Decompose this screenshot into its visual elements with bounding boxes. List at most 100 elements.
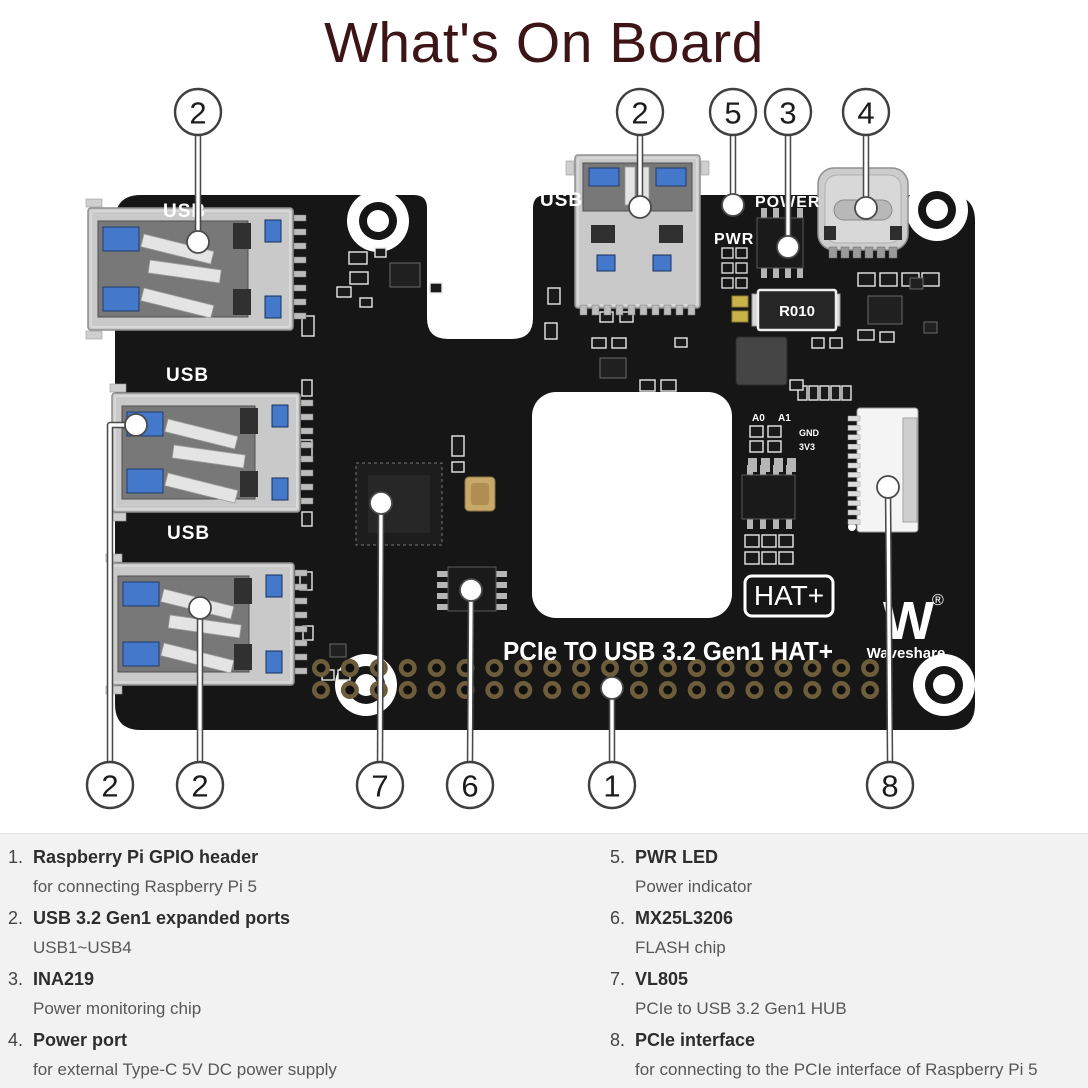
silkscreen-hat-label: HAT+ [754, 580, 824, 611]
legend-title: Raspberry Pi GPIO header [33, 847, 259, 867]
callout-circle [85, 760, 135, 810]
silkscreen-usb3-label: USB [167, 523, 210, 544]
callout-number: 2 [631, 96, 648, 131]
pcie-ffc-connector [847, 407, 919, 533]
vl805-chip [355, 462, 443, 546]
silkscreen-pwr-label: PWR [714, 231, 754, 248]
page-title: What's On Board [324, 11, 764, 75]
silkscreen-3v3: 3V3 [799, 442, 815, 452]
silkscreen-usb-top-label: USB [540, 190, 583, 211]
callout-marker: 1 [587, 676, 637, 810]
callout-dot [854, 196, 878, 220]
legend-item-5: 5. PWR LED Power indicator [610, 842, 1088, 902]
legend-num: 1. [8, 847, 24, 867]
usb-port-3 [105, 553, 308, 695]
pcb-cutout-window [532, 392, 732, 618]
soic8-chip [741, 465, 796, 529]
legend-num: 3. [8, 969, 24, 989]
callout-circle [355, 760, 405, 810]
callout-dot [628, 195, 652, 219]
legend-item-6: 6. MX25L3206 FLASH chip [610, 903, 1088, 963]
callout-marker: 3 [763, 87, 813, 259]
callout-circle [615, 87, 665, 137]
callout-number: 2 [189, 96, 206, 131]
callout-marker: 8 [865, 475, 915, 810]
callout-circle [173, 87, 223, 137]
callout-circle [175, 760, 225, 810]
legend-item-8: 8. PCIe interface for connecting to the P… [610, 1025, 1088, 1085]
mounting-hole-top-left [347, 190, 409, 252]
legend-num: 2. [8, 908, 24, 928]
callout-marker: 2 [85, 413, 148, 810]
legend-num: 7. [610, 969, 626, 989]
legend-title: PCIe interface [635, 1030, 756, 1050]
legend-column-right: 5. PWR LED Power indicator 6. MX25L3206 FL… [544, 842, 1088, 1088]
callout-dot [600, 676, 624, 700]
callout-number: 7 [371, 769, 388, 804]
callout-circle [445, 760, 495, 810]
callout-marker: 6 [445, 578, 495, 810]
silkscreen-r010: R010 [779, 303, 815, 320]
callout-marker: 7 [355, 491, 405, 810]
callout-marker: 2 [173, 87, 223, 254]
silkscreen-gnd: GND [799, 428, 820, 438]
callout-circle [841, 87, 891, 137]
callout-marker: 2 [615, 87, 665, 219]
r010-shunt-resistor: R010 [751, 288, 841, 332]
legend-item-1: 1. Raspberry Pi GPIO header for connectin… [8, 842, 544, 902]
callout-circle [587, 760, 637, 810]
silkscreen-usb2-label: USB [166, 365, 209, 386]
legend-column-left: 1. Raspberry Pi GPIO header for connectin… [0, 842, 544, 1088]
callout-circle [708, 87, 758, 137]
callout-dot [188, 596, 212, 620]
legend-title: MX25L3206 [635, 908, 734, 928]
callout-number: 1 [603, 769, 620, 804]
silkscreen-product-title: PCIe TO USB 3.2 Gen1 HAT+ [503, 636, 833, 666]
callout-marker: 2 [175, 596, 225, 810]
legend-title: INA219 [33, 969, 95, 989]
registered-trademark-icon: ® [932, 592, 944, 609]
callout-number: 3 [779, 96, 796, 131]
callout-number: 2 [191, 769, 208, 804]
legend-title: Power port [33, 1030, 128, 1050]
legend-num: 6. [610, 908, 626, 928]
callout-number: 4 [857, 96, 874, 131]
capacitor-block [735, 336, 788, 386]
callout-circle [865, 760, 915, 810]
legend-desc: USB1~USB4 [33, 938, 132, 957]
gpio-header [312, 659, 880, 699]
legend-desc: FLASH chip [635, 938, 726, 957]
callout-dot [459, 578, 483, 602]
waveshare-logo-text: Waveshare [867, 645, 946, 662]
legend-desc: for connecting to the PCIe interface of … [635, 1060, 1038, 1079]
legend-desc: for connecting Raspberry Pi 5 [33, 877, 257, 896]
callout-dot [369, 491, 393, 515]
callout-number: 2 [101, 769, 118, 804]
legend-desc: PCIe to USB 3.2 Gen1 HUB [635, 999, 847, 1018]
legend-num: 8. [610, 1030, 626, 1050]
legend-num: 5. [610, 847, 626, 867]
silkscreen-usb1-label: USB [163, 201, 206, 222]
mounting-hole-top-right [906, 179, 968, 241]
legend-title: USB 3.2 Gen1 expanded ports [33, 908, 291, 928]
legend-num: 4. [8, 1030, 24, 1050]
silkscreen-a1: A1 [778, 413, 791, 424]
legend-title: PWR LED [635, 847, 718, 867]
callout-dot [721, 193, 745, 217]
callout-marker: 4 [841, 87, 891, 220]
legend-desc: for external Type-C 5V DC power supply [33, 1060, 337, 1079]
callout-number: 6 [461, 769, 478, 804]
usb-port-2 [109, 383, 314, 522]
callout-dot [876, 475, 900, 499]
legend-title: VL805 [635, 969, 689, 989]
legend-item-3: 3. INA219 Power monitoring chip [8, 964, 544, 1024]
callout-marker: 5 [708, 87, 758, 217]
legend-desc: Power monitoring chip [33, 999, 202, 1018]
board-diagram: R010 A0 A1 GND 3V3 [85, 87, 975, 810]
callout-number: 8 [881, 769, 898, 804]
legend-item-4: 4. Power port for external Type-C 5V DC p… [8, 1025, 544, 1085]
legend-desc: Power indicator [635, 877, 753, 896]
crystal-oscillator [464, 476, 496, 512]
